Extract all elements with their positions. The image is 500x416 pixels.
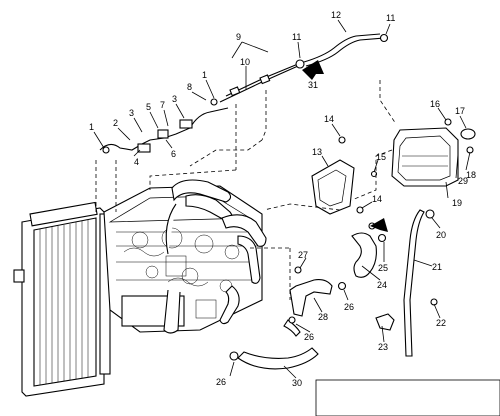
callout-16: 16 [430,99,440,109]
leader-lines [93,19,471,379]
callout-15: 15 [376,152,386,162]
callout-7: 7 [160,100,165,110]
coolant-surge-tank [391,118,476,187]
callout-28: 28 [318,312,328,322]
callout-31: 31 [308,80,318,90]
callout-8: 8 [187,82,192,92]
callout-20: 20 [436,230,446,240]
callout-29: 29 [458,176,468,186]
callout-22: 22 [436,318,446,328]
callout-14b: 14 [372,194,382,204]
callout-numbers: 1 1 2 3 3 4 5 6 7 8 9 10 11 11 12 13 14 … [89,10,476,388]
callout-2: 2 [113,118,118,128]
callout-27: 27 [298,250,308,260]
callout-26b: 26 [304,332,314,342]
callout-18: 18 [466,170,476,180]
radiator [13,201,111,397]
callout-24: 24 [377,280,387,290]
callout-30: 30 [292,378,302,388]
callout-25: 25 [378,263,388,273]
bracket [311,136,378,215]
callout-13: 13 [312,147,322,157]
callout-14a: 14 [324,114,334,124]
view-arrow-icon [302,60,324,80]
reference-lines [95,80,397,300]
callout-3b: 3 [172,94,177,104]
callout-26c: 26 [216,377,226,387]
callout-21: 21 [432,262,442,272]
callout-3a: 3 [129,108,134,118]
callout-23: 23 [378,342,388,352]
callout-11b: 11 [386,13,395,23]
callout-12: 12 [331,10,341,20]
callout-1a: 1 [89,122,94,132]
callout-10: 10 [240,57,250,67]
callout-5: 5 [146,102,151,112]
callout-26a: 26 [344,302,354,312]
caption-box [315,379,500,416]
hoses [229,209,438,370]
heater-pipe-assembly [99,33,389,154]
engine-block [103,179,267,334]
callout-1b: 1 [202,70,207,80]
view-arrow-icon-2 [370,218,388,232]
callout-19: 19 [452,198,462,208]
callout-9: 9 [236,32,241,42]
callout-4: 4 [134,157,139,167]
callout-6: 6 [171,149,176,159]
callout-17: 17 [455,106,465,116]
callout-11a: 11 [292,32,301,42]
